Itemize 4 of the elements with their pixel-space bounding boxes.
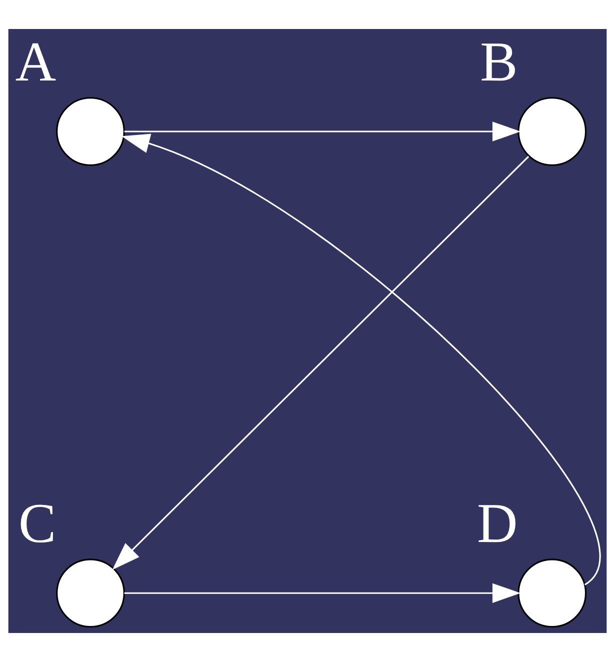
node-label: D	[477, 492, 518, 555]
node-label: B	[480, 31, 518, 94]
node-label: C	[18, 492, 56, 555]
node-label: A	[15, 31, 56, 94]
